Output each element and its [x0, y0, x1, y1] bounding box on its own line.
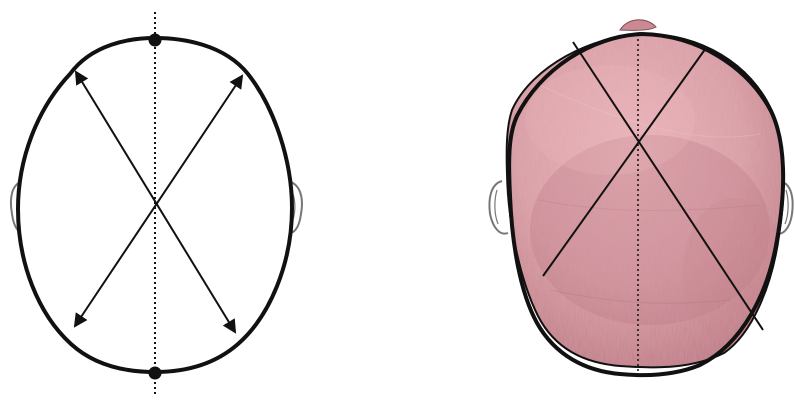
right-left-ear	[489, 181, 508, 234]
left-panel	[11, 12, 302, 397]
right-nose-bump	[620, 20, 656, 31]
right-panel	[489, 20, 792, 378]
left-bottom-landmark	[149, 367, 162, 380]
left-top-landmark	[149, 34, 162, 47]
